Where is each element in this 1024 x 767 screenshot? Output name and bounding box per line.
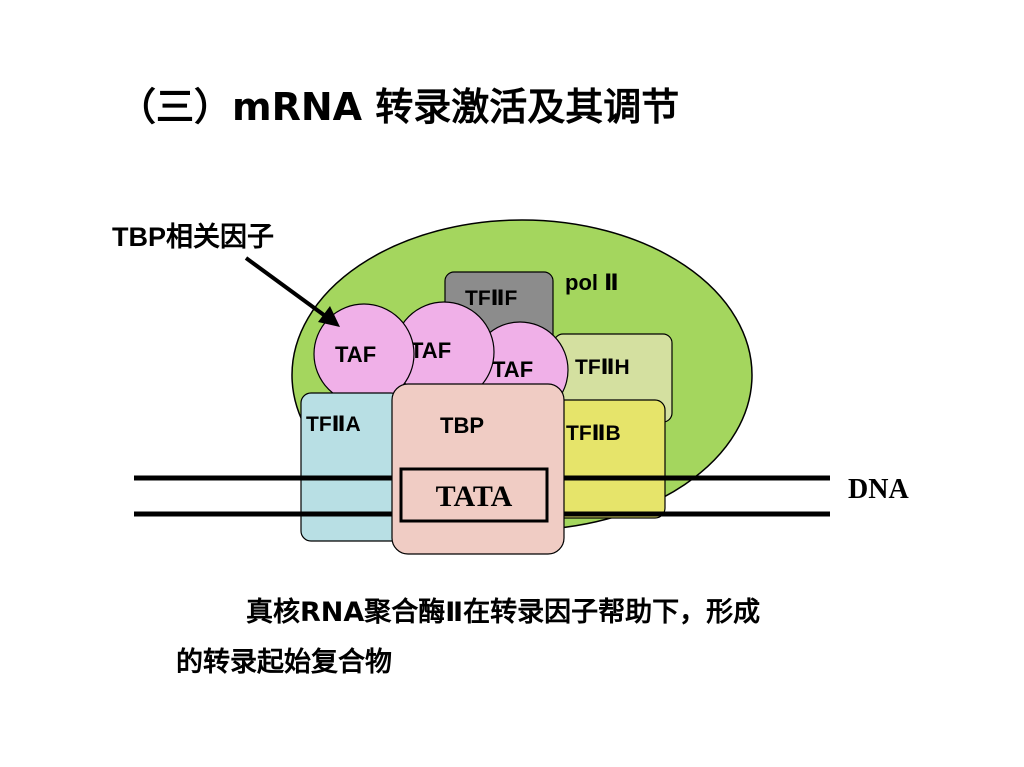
tbp-label: TBP [440,413,484,438]
tbp-associated-factor-label: TBP相关因子 [112,222,274,252]
taf-2-label: TAF [410,338,451,363]
tata-box [399,467,549,523]
dna-label: DNA [848,474,909,505]
tfiib-label: TFⅡB [566,422,621,445]
tfiif-label: TFⅡF [465,287,517,310]
caption: 真核RNA聚合酶Ⅱ在转录因子帮助下，形成 的转录起始复合物 [176,588,936,688]
tfiia-label: TFⅡA [306,413,361,436]
taf-1-label: TAF [335,342,376,367]
callout-arrow-head [318,306,340,327]
caption-line-1: 真核RNA聚合酶Ⅱ在转录因子帮助下，形成 [246,597,761,628]
callout-arrow-line [244,256,330,320]
pol-ii-label: pol Ⅱ [565,270,619,295]
taf-3-label: TAF [492,357,533,382]
caption-line-2: 的转录起始复合物 [176,647,392,678]
tfiib-block [552,399,666,519]
tata-label: TATA [436,480,513,513]
tfiih-label: TFⅡH [575,356,630,379]
slide-title: （三）mRNA 转录激活及其调节 [118,85,680,129]
